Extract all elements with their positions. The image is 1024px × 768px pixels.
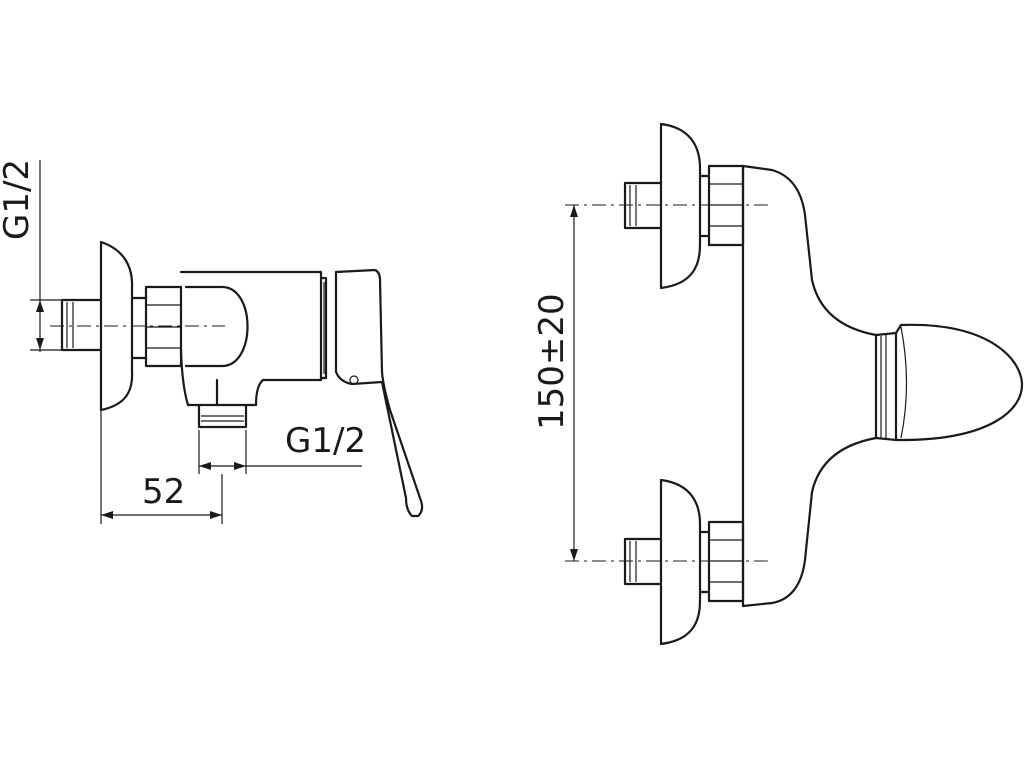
side-lever-handle <box>334 268 424 518</box>
side-view: G1/2 G1/2 52 <box>0 159 424 524</box>
front-mixer-body <box>741 164 878 608</box>
side-outlet-thread <box>197 403 248 429</box>
side-thread-label: G1/2 <box>0 159 37 240</box>
outlet-thread-label: G1/2 <box>285 421 366 461</box>
front-view: 150±20 <box>532 122 1024 646</box>
front-escutcheon-top <box>659 122 702 290</box>
front-lever-handle <box>894 323 1024 442</box>
side-inlet-pipe <box>60 298 103 352</box>
side-lever-collar <box>319 276 328 380</box>
side-cartridge-dome <box>184 285 249 368</box>
side-mixer-body <box>179 270 323 407</box>
depth-label: 52 <box>142 472 185 512</box>
side-escutcheon <box>99 240 134 412</box>
spacing-label: 150±20 <box>532 293 572 430</box>
front-escutcheon-bottom <box>659 478 702 646</box>
